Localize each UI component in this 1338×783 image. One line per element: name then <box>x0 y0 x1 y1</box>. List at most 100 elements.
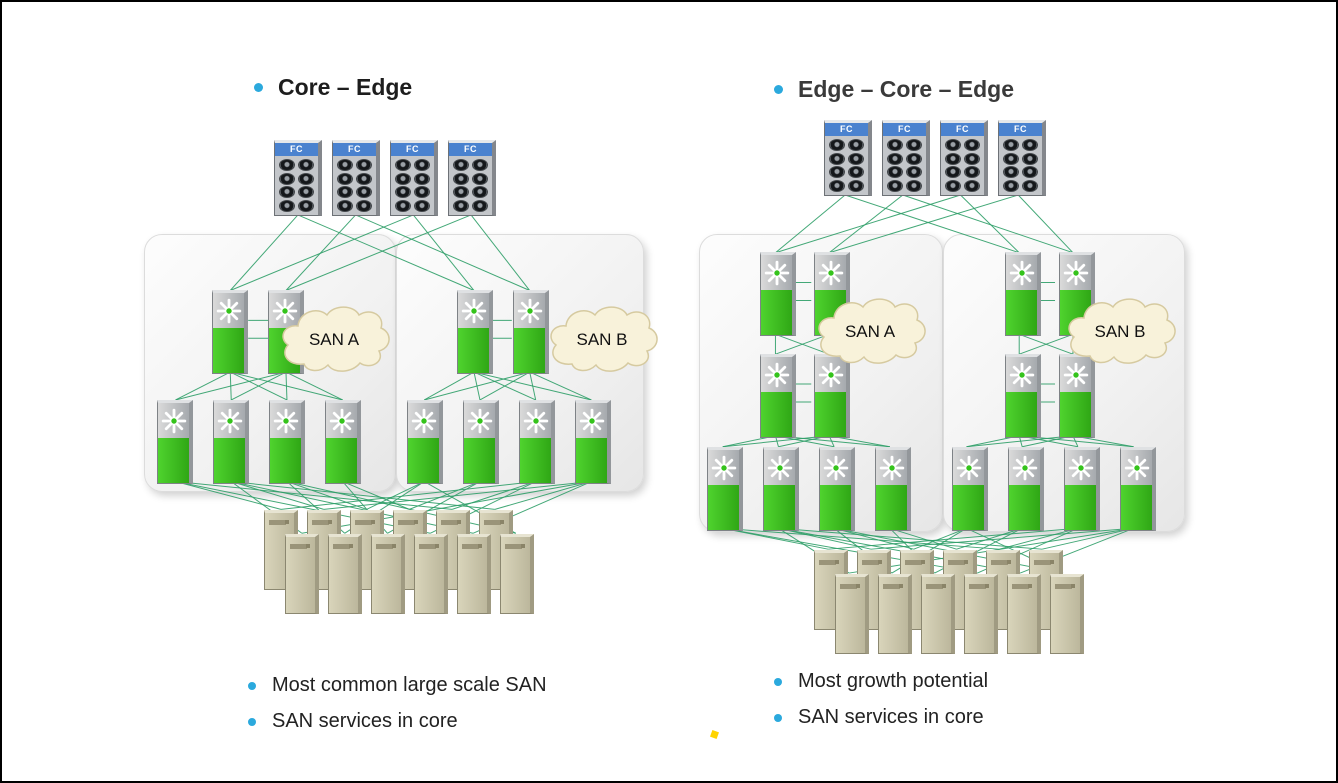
disk-icon <box>297 158 314 171</box>
switch-top-panel <box>214 403 245 439</box>
disk-icon <box>887 152 904 165</box>
switch-icon <box>461 298 486 323</box>
cloud-label: SAN B <box>1094 322 1146 342</box>
fc-label: FC <box>999 123 1042 136</box>
disk-icon <box>471 200 488 213</box>
server-tower <box>285 534 319 614</box>
switch-top-panel <box>953 450 984 486</box>
bullet-icon <box>248 717 256 726</box>
disk-icon <box>963 180 980 193</box>
switch-top-panel <box>269 293 300 329</box>
edge-switch <box>763 447 799 531</box>
edge-switch <box>952 447 988 531</box>
switch-icon <box>161 408 186 433</box>
switch-top-panel <box>761 357 792 393</box>
power-led <box>500 520 504 524</box>
switch-green-panel <box>1009 485 1040 530</box>
disk-icon <box>453 186 470 199</box>
power-led <box>328 520 332 524</box>
yellow-marker <box>710 730 719 739</box>
power-led <box>457 520 461 524</box>
switch-icon <box>1068 455 1093 480</box>
disk-icon <box>413 172 430 185</box>
edge-switch <box>213 400 249 484</box>
power-led <box>478 544 482 548</box>
disk-icon <box>847 166 864 179</box>
fc-label: FC <box>275 143 318 156</box>
disk-icon <box>279 186 296 199</box>
fc-storage-array: FC <box>332 140 380 216</box>
disk-icon <box>297 172 314 185</box>
disk-icon <box>279 158 296 171</box>
switch-icon <box>523 408 548 433</box>
right-topology-title: Edge – Core – Edge <box>774 76 1014 103</box>
disk-icon <box>887 166 904 179</box>
disk-icon <box>413 158 430 171</box>
switch-green-panel <box>213 328 244 373</box>
switch-icon <box>1012 455 1037 480</box>
bullet-icon <box>774 677 782 686</box>
cloud-icon <box>550 306 658 372</box>
server-tower <box>1007 574 1041 654</box>
disk-array <box>883 136 926 195</box>
switch-icon <box>823 455 848 480</box>
switch-icon <box>579 408 604 433</box>
edge-switch <box>1064 447 1100 531</box>
power-led <box>1071 584 1075 588</box>
drive-bay <box>505 544 522 549</box>
note-text: Most growth potential <box>798 670 989 692</box>
power-led <box>285 520 289 524</box>
server-tower <box>921 574 955 654</box>
disk-icon <box>905 166 922 179</box>
fc-label: FC <box>941 123 984 136</box>
drive-bay <box>991 560 1008 565</box>
switch-icon <box>517 298 542 323</box>
switch-icon <box>818 362 843 387</box>
switch-green-panel <box>761 290 792 335</box>
server-tower <box>1050 574 1084 654</box>
power-led <box>835 560 839 564</box>
power-led <box>435 544 439 548</box>
switch-icon <box>879 455 904 480</box>
switch-green-panel <box>1121 485 1152 530</box>
switch-top-panel <box>326 403 357 439</box>
switch-top-panel <box>820 450 851 486</box>
disk-icon <box>471 172 488 185</box>
cloud-label: SAN A <box>844 322 896 342</box>
drive-bay <box>969 584 986 589</box>
disk-array <box>275 156 318 215</box>
disk-array <box>999 136 1042 195</box>
power-led <box>878 560 882 564</box>
drive-bay <box>926 584 943 589</box>
server-tower <box>457 534 491 614</box>
switch-top-panel <box>1006 357 1037 393</box>
switch-green-panel <box>1006 290 1037 335</box>
server-tower <box>835 574 869 654</box>
edge-switch <box>407 400 443 484</box>
note-item: Most growth potential <box>774 670 988 693</box>
disk-icon <box>337 158 354 171</box>
switch-green-panel <box>876 485 907 530</box>
drive-bay <box>355 520 372 525</box>
disk-icon <box>297 186 314 199</box>
switch-top-panel <box>1006 255 1037 291</box>
switch-top-panel <box>158 403 189 439</box>
switch-top-panel <box>576 403 607 439</box>
cloud-icon <box>818 298 926 364</box>
cloud-label: SAN A <box>308 330 360 350</box>
switch-green-panel <box>158 438 189 483</box>
drive-bay <box>376 544 393 549</box>
switch-green-panel <box>464 438 495 483</box>
disk-icon <box>1003 180 1020 193</box>
drive-bay <box>883 584 900 589</box>
drive-bay <box>819 560 836 565</box>
edge-switch <box>1005 252 1041 336</box>
switch-green-panel <box>761 392 792 437</box>
disk-icon <box>413 200 430 213</box>
fc-label: FC <box>825 123 868 136</box>
disk-icon <box>1021 180 1038 193</box>
server-tower <box>371 534 405 614</box>
edge-switch <box>269 400 305 484</box>
disk-icon <box>963 166 980 179</box>
switch-top-panel <box>213 293 244 329</box>
